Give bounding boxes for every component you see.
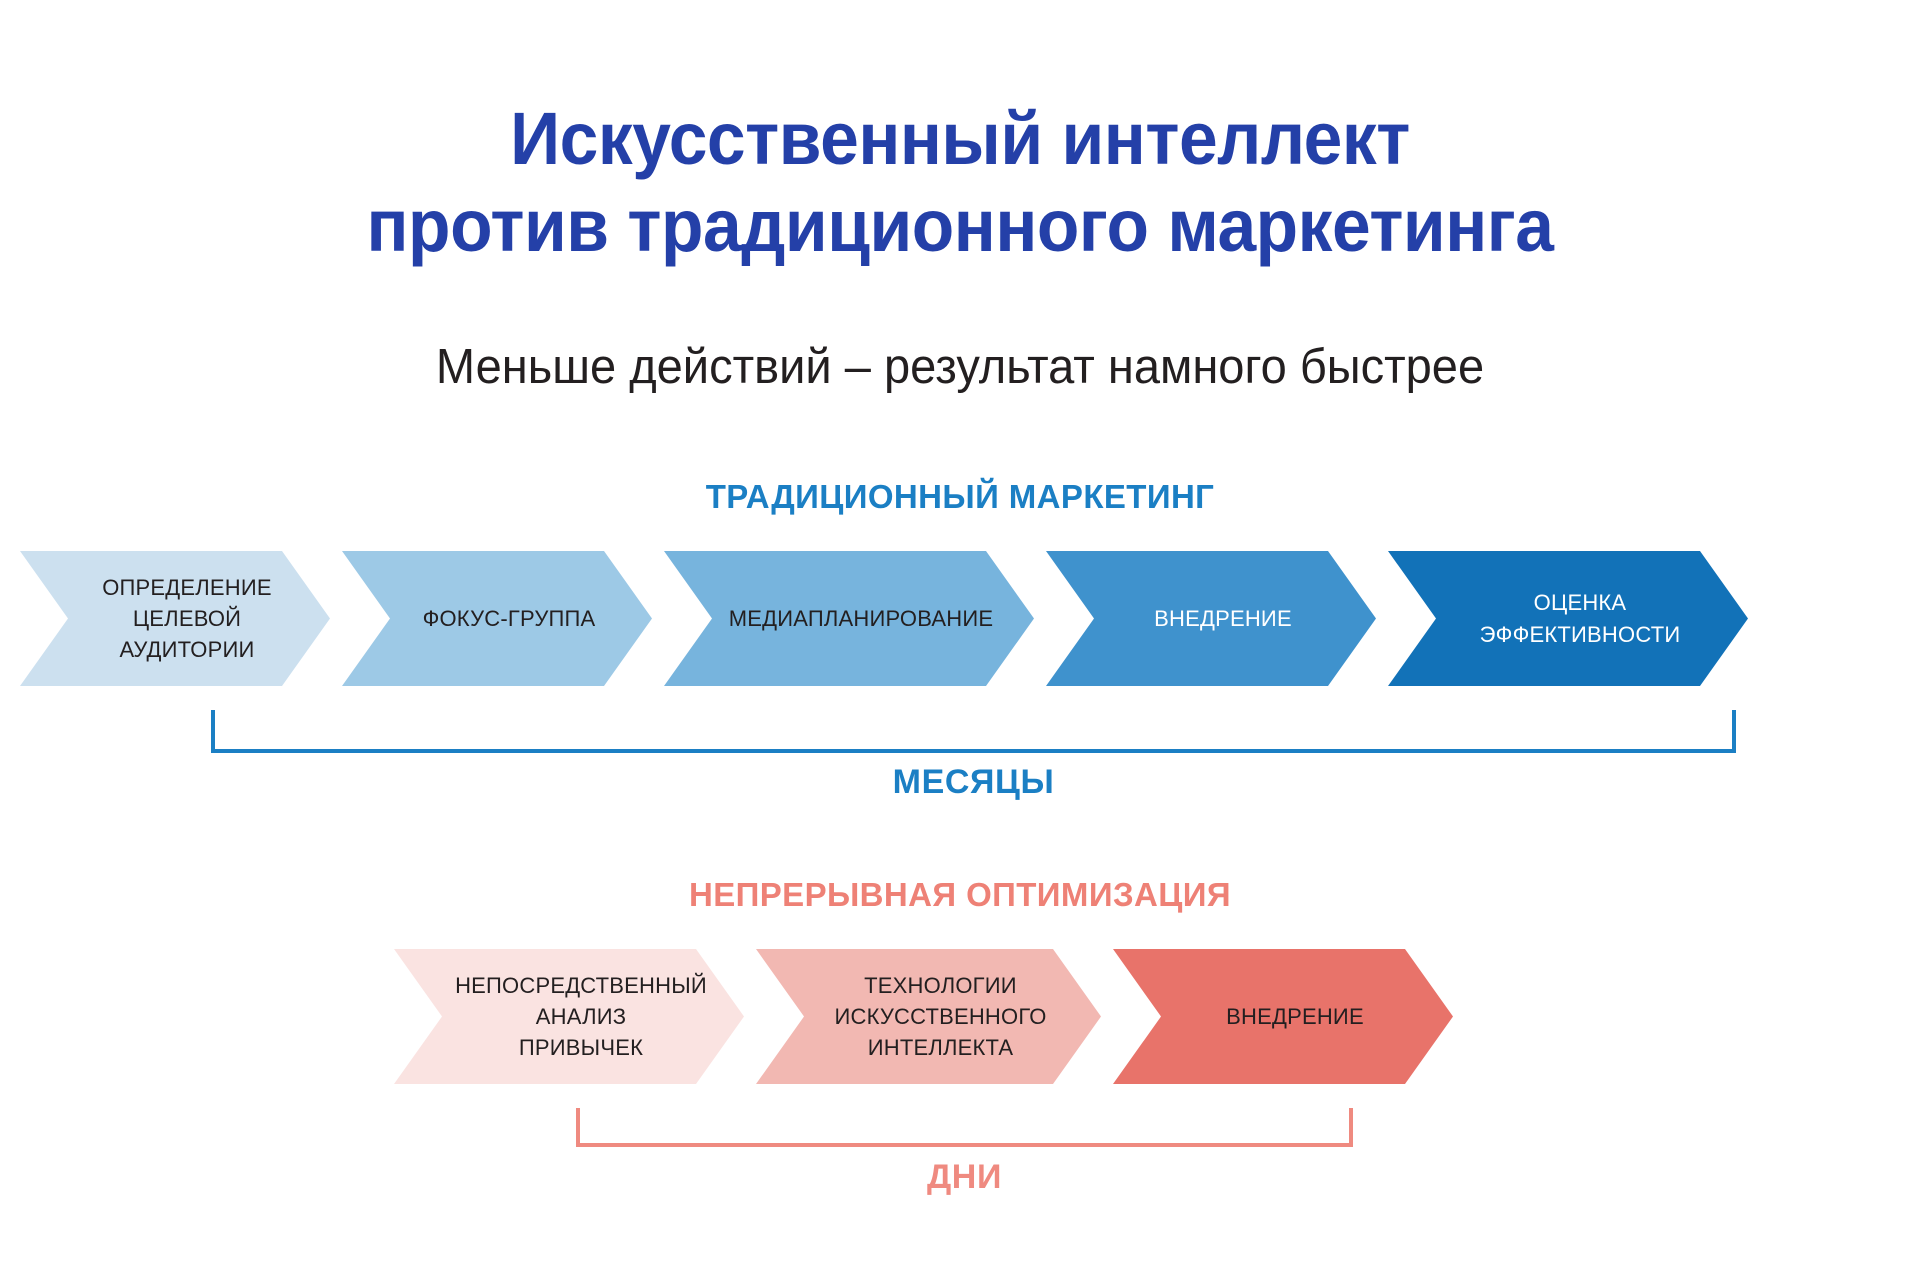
section-header-ai: НЕПРЕРЫВНАЯ ОПТИМИЗАЦИЯ <box>688 876 1231 913</box>
title-line-1: Искусственный интеллект <box>510 97 1410 180</box>
duration-bracket-ai <box>576 1108 1353 1147</box>
chevron-step-1[interactable]: ОПРЕДЕЛЕНИЕ ЦЕЛЕВОЙ АУДИТОРИИ <box>20 551 330 686</box>
chevron-step-3-label: МЕДИАПЛАНИРОВАНИЕ <box>728 605 994 631</box>
chevron-step-2[interactable]: ФОКУС-ГРУППА <box>342 551 652 686</box>
chevron-ai-step-3-label: ВНЕДРЕНИЕ <box>1226 1003 1364 1029</box>
chevron-step-1-label: ОПРЕДЕЛЕНИЕ ЦЕЛЕВОЙ АУДИТОРИИ <box>102 574 272 663</box>
traditional-process-row: ОПРЕДЕЛЕНИЕ ЦЕЛЕВОЙ АУДИТОРИИ ФОКУС-ГРУП… <box>20 551 1748 686</box>
duration-bracket-traditional <box>211 710 1736 753</box>
section-header-traditional: ТРАДИЦИОННЫЙ МАРКЕТИНГ <box>705 478 1215 515</box>
chevron-ai-step-2[interactable]: ТЕХНОЛОГИИ ИСКУССТВЕННОГО ИНТЕЛЛЕКТА <box>756 949 1101 1084</box>
title-line-2: против традиционного маркетинга <box>366 183 1554 267</box>
chevron-step-5-label: ОЦЕНКА ЭФФЕКТИВНОСТИ <box>1479 590 1681 647</box>
chevron-step-5[interactable]: ОЦЕНКА ЭФФЕКТИВНОСТИ <box>1388 551 1748 686</box>
chevron-ai-step-1-label: НЕПОСРЕДСТВЕННЫЙ АНАЛИЗ ПРИВЫЧЕК <box>455 972 707 1061</box>
chevron-ai-step-1[interactable]: НЕПОСРЕДСТВЕННЫЙ АНАЛИЗ ПРИВЫЧЕК <box>394 949 744 1084</box>
page-subtitle: Меньше действий – результат намного быст… <box>435 340 1485 394</box>
chevron-step-4-label: ВНЕДРЕНИЕ <box>1154 605 1292 631</box>
page-title: Искусственный интеллект против традицион… <box>0 96 1920 269</box>
duration-label-ai: ДНИ <box>926 1158 1002 1196</box>
chevron-ai-step-2-label: ТЕХНОЛОГИИ ИСКУССТВЕННОГО ИНТЕЛЛЕКТА <box>834 972 1047 1061</box>
chevron-step-3[interactable]: МЕДИАПЛАНИРОВАНИЕ <box>664 551 1034 686</box>
chevron-ai-step-3[interactable]: ВНЕДРЕНИЕ <box>1113 949 1453 1084</box>
chevron-step-2-label: ФОКУС-ГРУППА <box>422 605 596 631</box>
chevron-step-4[interactable]: ВНЕДРЕНИЕ <box>1046 551 1376 686</box>
duration-label-traditional: МЕСЯЦЫ <box>892 763 1055 801</box>
ai-process-row: НЕПОСРЕДСТВЕННЫЙ АНАЛИЗ ПРИВЫЧЕК ТЕХНОЛО… <box>394 949 1453 1084</box>
